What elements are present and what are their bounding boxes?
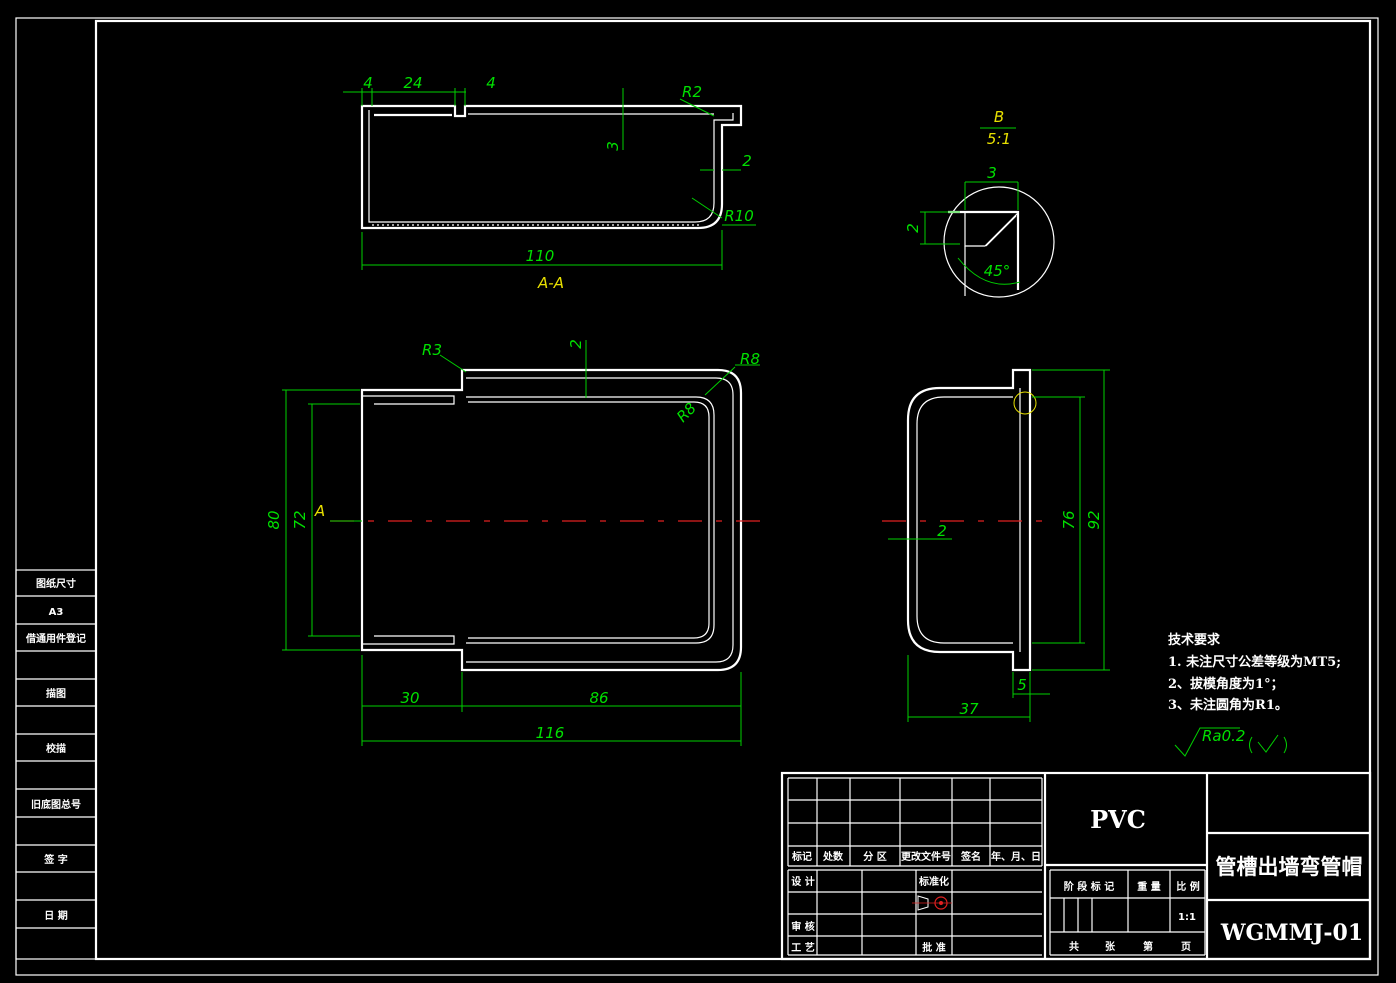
side-cell-1: A3 [49, 607, 64, 618]
stage-grid: 阶 段 标 记 重 量 比 例 1:1 共 张 第 页 [1049, 869, 1206, 956]
rev-h-1: 处数 [822, 850, 844, 863]
dim-4b: 4 [486, 74, 496, 92]
sheet-label-2: 第 [1143, 940, 1153, 953]
dim-3: 3 [604, 141, 622, 151]
dim-4a: 4 [363, 74, 373, 92]
roughness-symbol-icon [1174, 727, 1287, 757]
sign-grid: 设 计 审 核 工 艺 标准化 批 准 [787, 869, 1042, 956]
dim-116: 116 [536, 724, 565, 742]
sheet-label-3: 页 [1181, 941, 1191, 953]
part-name: 管槽出墙弯管帽 [1216, 854, 1363, 879]
side-cell-4: 描图 [46, 687, 66, 700]
material-value: PVC [1090, 805, 1146, 834]
note-1: 1. 未注尺寸公差等级为MT5; [1168, 654, 1341, 670]
dim-30: 30 [400, 689, 419, 707]
drawing-code: WGMMJ-01 [1220, 920, 1363, 946]
section-mark-a: A [314, 502, 325, 520]
stage-h-2: 比 例 [1176, 880, 1199, 893]
stage-h-0: 阶 段 标 记 [1064, 880, 1114, 893]
dim-r8a: R8 [740, 350, 760, 368]
notes-title: 技术要求 [1168, 632, 1221, 648]
scale-value: 1:1 [1178, 912, 1196, 923]
dim-angle: 45° [984, 262, 1011, 280]
note-3: 3、未注圆角为R1。 [1168, 697, 1288, 713]
detail-scale: 5:1 [987, 130, 1011, 148]
detail-label: B [994, 108, 1004, 126]
side-view: 2 76 92 5 37 [882, 368, 1110, 722]
side-cell-6: 校描 [46, 742, 66, 755]
rev-h-0: 标记 [791, 850, 812, 863]
revision-grid: 标记 处数 分 区 更改文件号 签名 年、月、日 [787, 777, 1043, 867]
side-cell-12: 日 期 [44, 909, 67, 922]
dim-r8b: R8 [673, 399, 700, 426]
dim-86: 86 [589, 689, 608, 707]
section-view-a-a: 4 24 4 3 2 R2 R10 110 A-A [343, 74, 756, 292]
sign-review: 审 核 [791, 920, 814, 933]
sheet-label-1: 张 [1105, 940, 1116, 953]
title-block: 标记 处数 分 区 更改文件号 签名 年、月、日 设 计 审 核 工 艺 标准化… [780, 771, 1372, 961]
drawing-frame [15, 17, 1379, 976]
dim-24: 24 [403, 74, 422, 92]
projection-symbol-icon [912, 895, 952, 911]
side-cell-8: 旧底图总号 [31, 798, 81, 811]
dim-76: 76 [1060, 510, 1078, 529]
dim-37: 37 [959, 700, 979, 718]
dim-92: 92 [1085, 510, 1103, 529]
detail-view-b: B 5:1 3 2 45° [904, 108, 1055, 298]
front-view: R3 2 R8 R8 80 72 A 30 86 116 [265, 339, 772, 746]
dim-side-2: 2 [937, 522, 947, 540]
side-cell-2: 借通用件登记 [25, 632, 86, 645]
dim-72: 72 [291, 510, 309, 529]
note-2: 2、拔模角度为1°； [1168, 676, 1284, 692]
section-label: A-A [537, 274, 564, 292]
rev-h-5: 年、月、日 [991, 850, 1041, 863]
std-label: 标准化 [918, 875, 949, 888]
dim-front-2: 2 [567, 339, 585, 349]
dim-r2: R2 [682, 83, 702, 101]
side-revision-table: 图纸尺寸 A3 借通用件登记 描图 校描 旧底图总号 签 字 日 期 [15, 569, 97, 960]
rev-h-3: 更改文件号 [901, 850, 951, 863]
dim-110: 110 [526, 247, 555, 265]
rev-h-4: 签名 [960, 850, 981, 863]
dim-r3: R3 [422, 341, 442, 359]
roughness-value: Ra0.2 [1202, 727, 1245, 745]
sheet-label-0: 共 [1069, 940, 1079, 953]
sign-process: 工 艺 [791, 941, 814, 954]
sign-design: 设 计 [791, 875, 814, 888]
technical-requirements: 技术要求 1. 未注尺寸公差等级为MT5; 2、拔模角度为1°； 3、未注圆角为… [1168, 632, 1341, 757]
dim-5: 5 [1017, 676, 1027, 694]
approve-label: 批 准 [922, 941, 945, 954]
dim-detail-3: 3 [987, 164, 997, 182]
side-cell-0: 图纸尺寸 [36, 577, 76, 590]
dim-r10: R10 [724, 207, 754, 225]
rev-h-2: 分 区 [863, 850, 886, 863]
dim-80: 80 [265, 510, 283, 529]
dim-2: 2 [742, 152, 752, 170]
stage-h-1: 重 量 [1137, 880, 1160, 893]
dim-detail-2: 2 [904, 223, 922, 233]
side-cell-10: 签 字 [43, 853, 67, 866]
